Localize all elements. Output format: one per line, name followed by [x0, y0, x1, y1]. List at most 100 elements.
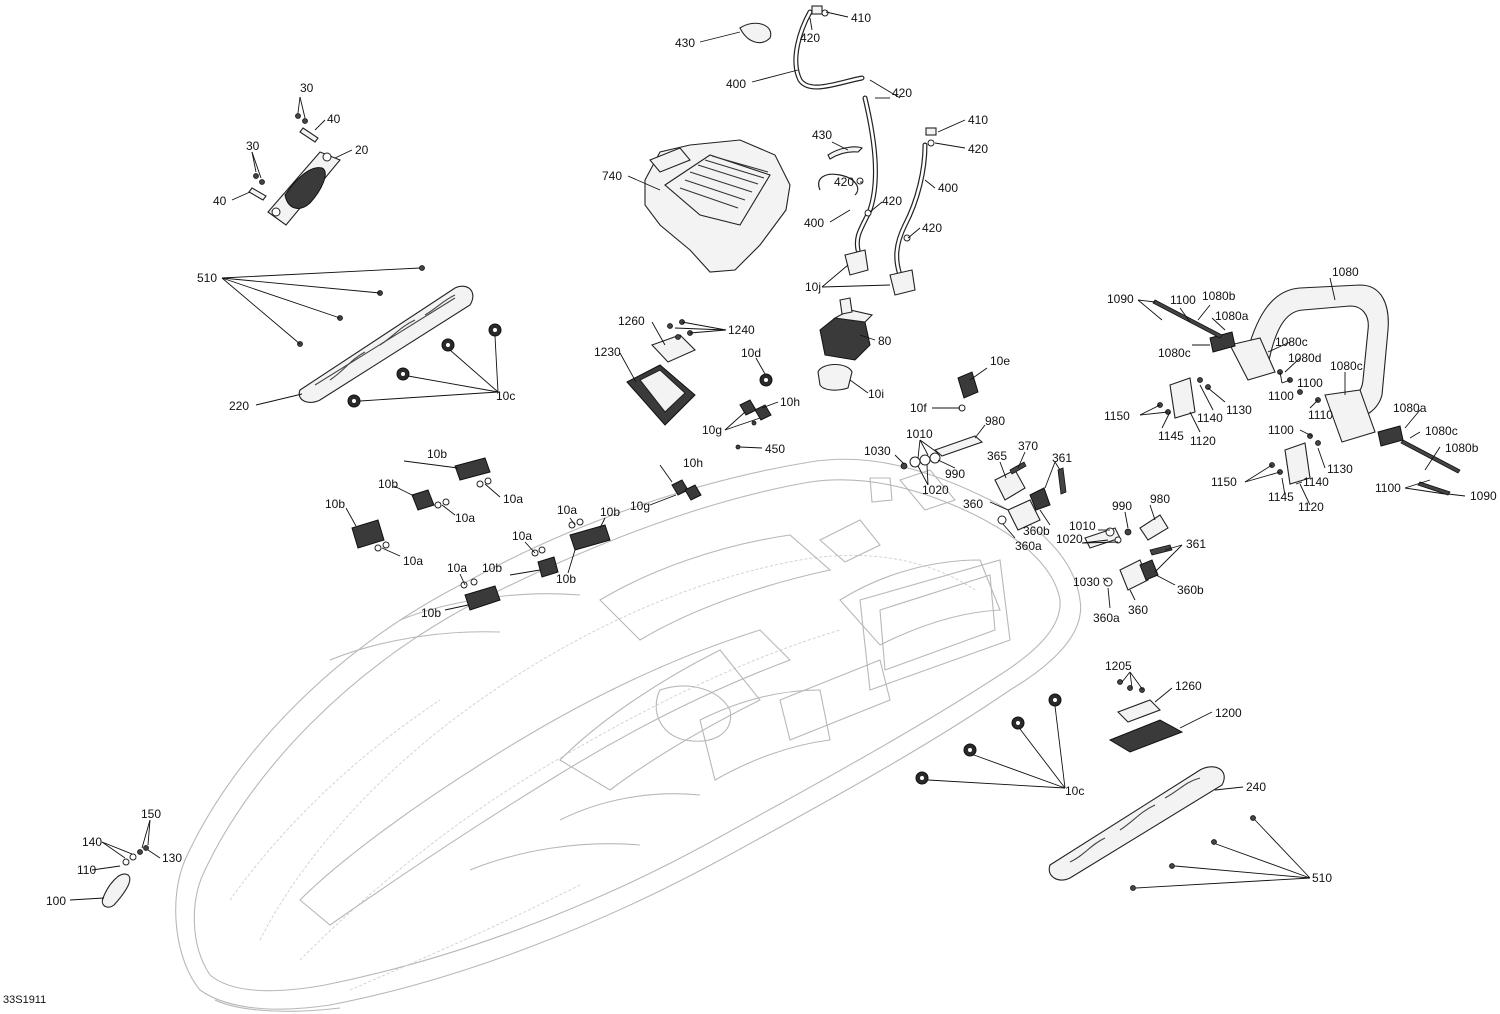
part-label: 30 — [246, 139, 260, 153]
part-label: 1150 — [1104, 409, 1130, 423]
part-label: 10b — [378, 477, 398, 491]
part-label: 430 — [812, 128, 832, 142]
rear-mat — [626, 319, 696, 426]
part-label: 10j — [805, 280, 821, 294]
part-label: 10a — [503, 492, 523, 506]
part-label: 240 — [1246, 780, 1266, 794]
part-label: 1080d — [1288, 351, 1321, 365]
part-label: 10f — [910, 401, 927, 415]
leader-lines — [69, 11, 1466, 901]
part-label: 980 — [1150, 492, 1170, 506]
vent-clips — [351, 457, 611, 611]
hand-grip-assembly — [248, 113, 341, 226]
left-step-rail — [297, 265, 502, 408]
part-label: 980 — [985, 414, 1005, 428]
part-label: 10i — [868, 387, 884, 401]
part-label: 30 — [300, 81, 314, 95]
vent-hose-assembly — [739, 5, 937, 296]
part-label: 510 — [197, 271, 217, 285]
part-label: 10c — [1065, 784, 1084, 798]
part-label: 220 — [229, 399, 249, 413]
part-label: 10b — [482, 561, 502, 575]
part-label: 420 — [968, 142, 988, 156]
storage-bin — [644, 139, 791, 273]
part-label: 10g — [702, 423, 722, 437]
part-label: 1200 — [1215, 706, 1242, 720]
part-label: 740 — [602, 169, 622, 183]
part-label: 1010 — [1069, 519, 1096, 533]
part-label: 1080b — [1445, 441, 1479, 455]
part-label: 1145 — [1268, 490, 1294, 504]
part-label: 1140 — [1197, 411, 1223, 425]
part-label: 10a — [403, 554, 423, 568]
part-label: 1120 — [1190, 434, 1216, 448]
part-label: 420 — [892, 86, 912, 100]
part-label: 990 — [1112, 499, 1132, 513]
part-label: 1010 — [906, 427, 933, 441]
part-label: 1100 — [1268, 423, 1294, 437]
part-label: 360b — [1023, 524, 1050, 538]
part-label: 10b — [556, 572, 576, 586]
part-label: 430 — [675, 36, 695, 50]
part-label: 10b — [427, 447, 447, 461]
part-label: 360 — [1128, 603, 1148, 617]
part-label: 1030 — [864, 444, 891, 458]
grommets-center — [671, 373, 773, 501]
part-label: 400 — [726, 77, 746, 91]
part-label: 1140 — [1303, 475, 1329, 489]
part-label: 365 — [987, 449, 1007, 463]
part-label: 10h — [683, 456, 703, 470]
part-label: 10c — [496, 389, 515, 403]
part-label: 1080a — [1393, 401, 1427, 415]
part-label: 1030 — [1073, 575, 1100, 589]
part-label: 410 — [968, 113, 988, 127]
part-label: 10a — [512, 529, 532, 543]
battery-module — [817, 297, 874, 391]
part-label: 1100 — [1268, 389, 1294, 403]
hull-body — [175, 458, 1082, 1012]
part-label: 1260 — [618, 314, 645, 328]
part-label: 1080a — [1215, 309, 1249, 323]
part-label: 130 — [162, 851, 182, 865]
part-label: 1240 — [728, 323, 755, 337]
part-label: 1090 — [1470, 489, 1497, 503]
right-step-rail — [1048, 766, 1256, 891]
part-label: 110 — [77, 863, 96, 877]
part-label: 1080c — [1158, 346, 1191, 360]
part-label: 361 — [1052, 451, 1072, 465]
part-label: 1100 — [1375, 481, 1401, 495]
part-label: 1120 — [1298, 500, 1324, 514]
part-label: 10e — [990, 354, 1010, 368]
part-label: 361 — [1186, 537, 1206, 551]
part-label: 360b — [1177, 583, 1204, 597]
part-label: 40 — [327, 112, 341, 126]
part-label: 10b — [325, 497, 345, 511]
part-label: 1205 — [1105, 659, 1132, 673]
part-label: 360a — [1093, 611, 1120, 625]
bow-eye — [101, 845, 149, 908]
part-label: 1110 — [1308, 408, 1333, 422]
part-label: 10b — [600, 505, 620, 519]
part-label: 400 — [804, 216, 824, 230]
part-label: 1090 — [1107, 292, 1134, 306]
part-label: 150 — [141, 807, 161, 821]
part-label: 140 — [82, 835, 102, 849]
part-label: 10a — [557, 503, 577, 517]
part-label: 1100 — [1297, 376, 1323, 390]
part-label: 1080c — [1330, 359, 1363, 373]
part-label: 100 — [46, 894, 66, 908]
part-label: 1130 — [1226, 403, 1252, 417]
part-label: 420 — [882, 194, 902, 208]
part-label: 10a — [447, 561, 467, 575]
part-label: 510 — [1312, 871, 1332, 885]
part-label: 10d — [741, 346, 761, 360]
rear-grab-handle — [1152, 284, 1461, 496]
part-label: 1130 — [1327, 462, 1353, 476]
part-label: 990 — [945, 467, 965, 481]
part-label: 1260 — [1175, 679, 1202, 693]
part-label: 400 — [938, 181, 958, 195]
part-label: 420 — [834, 175, 854, 189]
part-label: 1080 — [1332, 265, 1359, 279]
part-label: 10a — [455, 511, 475, 525]
